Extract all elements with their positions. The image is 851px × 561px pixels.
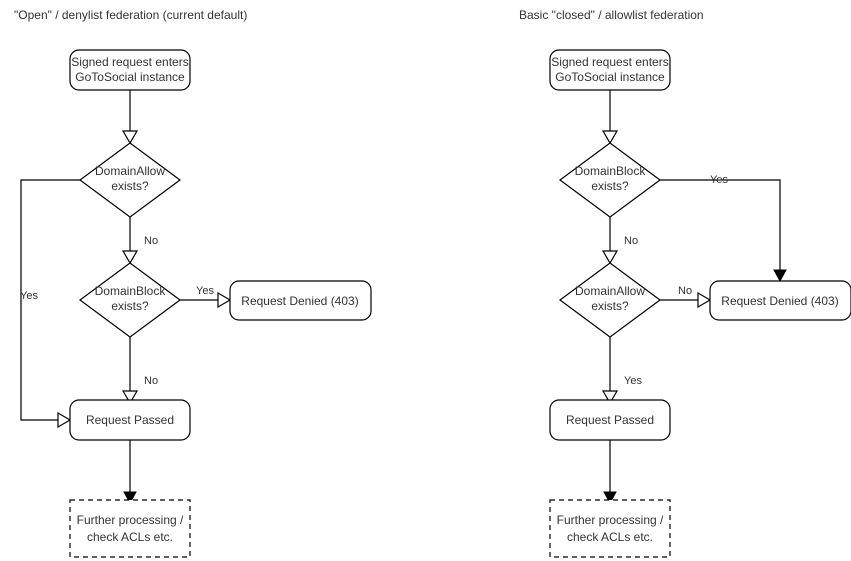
panel-allowlist: Basic "closed" / allowlist federation Si… (519, 8, 851, 558)
arrowhead-open (217, 291, 232, 309)
edge-label-no: No (678, 285, 692, 297)
edge-entry-to-domainallow (121, 90, 139, 145)
edge-domainallow-no-to-domainblock: No (121, 217, 158, 265)
arrowhead-open (601, 130, 619, 145)
edge-domainallow-yes-to-passed: Yes (601, 337, 642, 405)
node-denied-label: Request Denied (403) (721, 294, 838, 308)
node-domainallow-line2: exists? (111, 179, 149, 193)
node-denied-label: Request Denied (403) (241, 294, 358, 308)
node-domainallow-line1: DomainAllow (575, 284, 645, 298)
arrowhead-open (697, 291, 712, 309)
edge-label-no: No (624, 235, 638, 247)
node-shape-denied (709, 280, 851, 321)
node-passed-label: Request Passed (86, 413, 174, 427)
node-shape-further (549, 499, 671, 558)
edge-domainblock-yes-to-denied: Yes (660, 174, 787, 283)
node-denied-allowlist: Request Denied (403) (709, 280, 851, 321)
node-domainblock-allowlist: DomainBlock exists? (558, 142, 662, 218)
panel-title-allowlist: Basic "closed" / allowlist federation (519, 8, 704, 22)
arrowhead-open (121, 130, 139, 145)
edge-domainallow-no-to-denied: No (660, 285, 712, 309)
node-domainallow-line1: DomainAllow (95, 164, 165, 178)
node-passed-denylist: Request Passed (69, 399, 191, 441)
node-further-line1: Further processing / (557, 513, 664, 527)
node-shape-denied (229, 280, 372, 321)
node-domainallow-denylist: DomainAllow exists? (78, 142, 182, 218)
node-further-denylist: Further processing / check ACLs etc. (69, 499, 191, 558)
node-entry-allowlist: Signed request enters GoToSocial instanc… (549, 49, 671, 91)
node-further-line2: check ACLs etc. (567, 530, 653, 544)
edge-entry-to-domainblock (601, 90, 619, 145)
edge-label-yes: Yes (196, 285, 214, 297)
node-entry-line2: GoToSocial instance (75, 70, 185, 84)
edge-line (20, 179, 80, 421)
node-domainallow-line2: exists? (591, 299, 629, 313)
node-further-line2: check ACLs etc. (87, 530, 173, 544)
node-entry-denylist: Signed request enters GoToSocial instanc… (69, 49, 191, 91)
edge-label-no: No (144, 375, 158, 387)
edge-passed-to-further (603, 440, 617, 505)
node-further-allowlist: Further processing / check ACLs etc. (549, 499, 671, 558)
panel-title-denylist: "Open" / denylist federation (current de… (14, 8, 247, 22)
node-domainblock-line1: DomainBlock (95, 284, 167, 298)
edge-domainblock-yes-to-denied: Yes (180, 285, 232, 309)
arrowhead-solid (603, 491, 617, 505)
arrowhead-open (121, 390, 139, 405)
edge-domainblock-no-to-domainallow: No (601, 217, 638, 265)
node-shape-further (69, 499, 191, 558)
node-further-line1: Further processing / (77, 513, 184, 527)
panel-denylist: "Open" / denylist federation (current de… (14, 8, 372, 558)
node-domainallow-allowlist: DomainAllow exists? (558, 262, 662, 338)
edge-domainblock-no-to-passed: No (121, 337, 158, 405)
node-domainblock-line1: DomainBlock (575, 164, 647, 178)
arrowhead-solid (123, 491, 137, 505)
node-passed-allowlist: Request Passed (549, 399, 671, 441)
node-domainblock-line2: exists? (591, 179, 629, 193)
node-passed-label: Request Passed (566, 413, 654, 427)
node-entry-line1: Signed request enters (551, 55, 668, 69)
edge-label-yes: Yes (20, 290, 38, 302)
arrowhead-open (121, 250, 139, 265)
node-entry-line1: Signed request enters (71, 55, 188, 69)
node-domainblock-line2: exists? (111, 299, 149, 313)
edge-line (660, 179, 781, 272)
arrowhead-open (57, 411, 72, 429)
arrowhead-open (601, 250, 619, 265)
edge-passed-to-further (123, 440, 137, 505)
edge-label-yes: Yes (624, 375, 642, 387)
edge-domainallow-yes-to-passed: Yes (20, 179, 80, 429)
node-entry-line2: GoToSocial instance (555, 70, 665, 84)
arrowhead-open (601, 390, 619, 405)
node-domainblock-denylist: DomainBlock exists? (78, 262, 182, 338)
node-denied-denylist: Request Denied (403) (229, 280, 372, 321)
arrowhead-solid (773, 269, 787, 283)
edge-label-yes: Yes (710, 174, 728, 186)
edge-label-no: No (144, 235, 158, 247)
